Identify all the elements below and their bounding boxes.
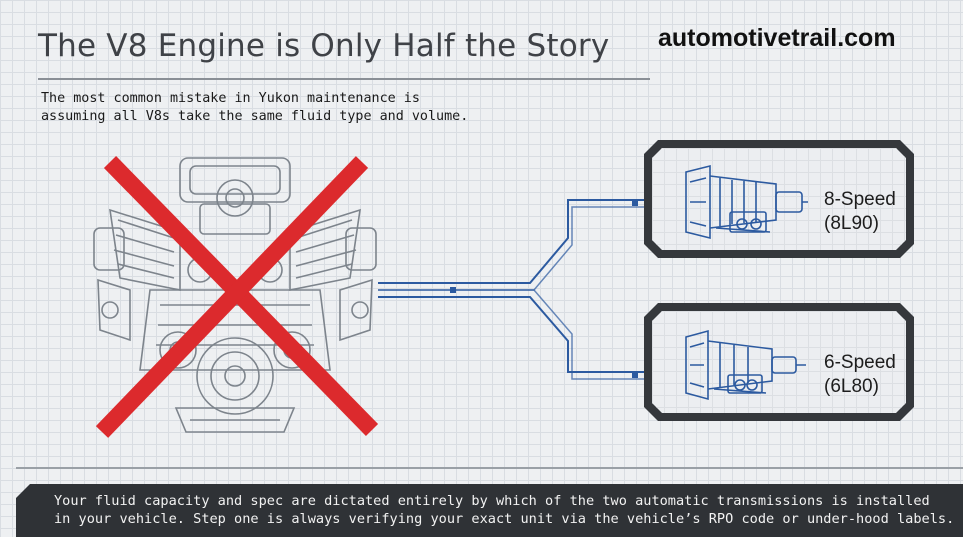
transmission-code: (6L80) [824,376,879,397]
transmission-icon [685,329,806,401]
transmission-label: 6-Speed (6L80) [824,351,896,399]
footer-line-2: in your vehicle. Step one is always veri… [54,511,955,527]
title-divider [38,78,650,80]
brand-logo-text: automotivetrail.com [658,24,896,52]
footer-line-1: Your fluid capacity and spec are dictate… [54,493,930,509]
intro-line-2: assuming all V8s take the same fluid typ… [41,109,469,124]
footer-banner: Your fluid capacity and spec are dictate… [16,484,963,537]
footer-text: Your fluid capacity and spec are dictate… [54,492,954,528]
transmission-label: 8-Speed (8L90) [824,188,896,236]
v8-engine-icon [93,156,379,438]
transmission-speed: 8-Speed [824,189,896,210]
intro-text: The most common mistake in Yukon mainten… [41,90,561,126]
red-x-icon [95,156,379,438]
transmission-icon [685,164,808,240]
transmission-code: (8L90) [824,213,879,234]
footer-divider [16,467,963,469]
transmission-speed: 6-Speed [824,352,896,373]
intro-line-1: The most common mistake in Yukon mainten… [41,91,420,106]
transmission-card-8l90: 8-Speed (8L90) [644,140,914,258]
page-title: The V8 Engine is Only Half the Story [38,28,610,64]
transmission-card-6l80: 6-Speed (6L80) [644,303,914,421]
